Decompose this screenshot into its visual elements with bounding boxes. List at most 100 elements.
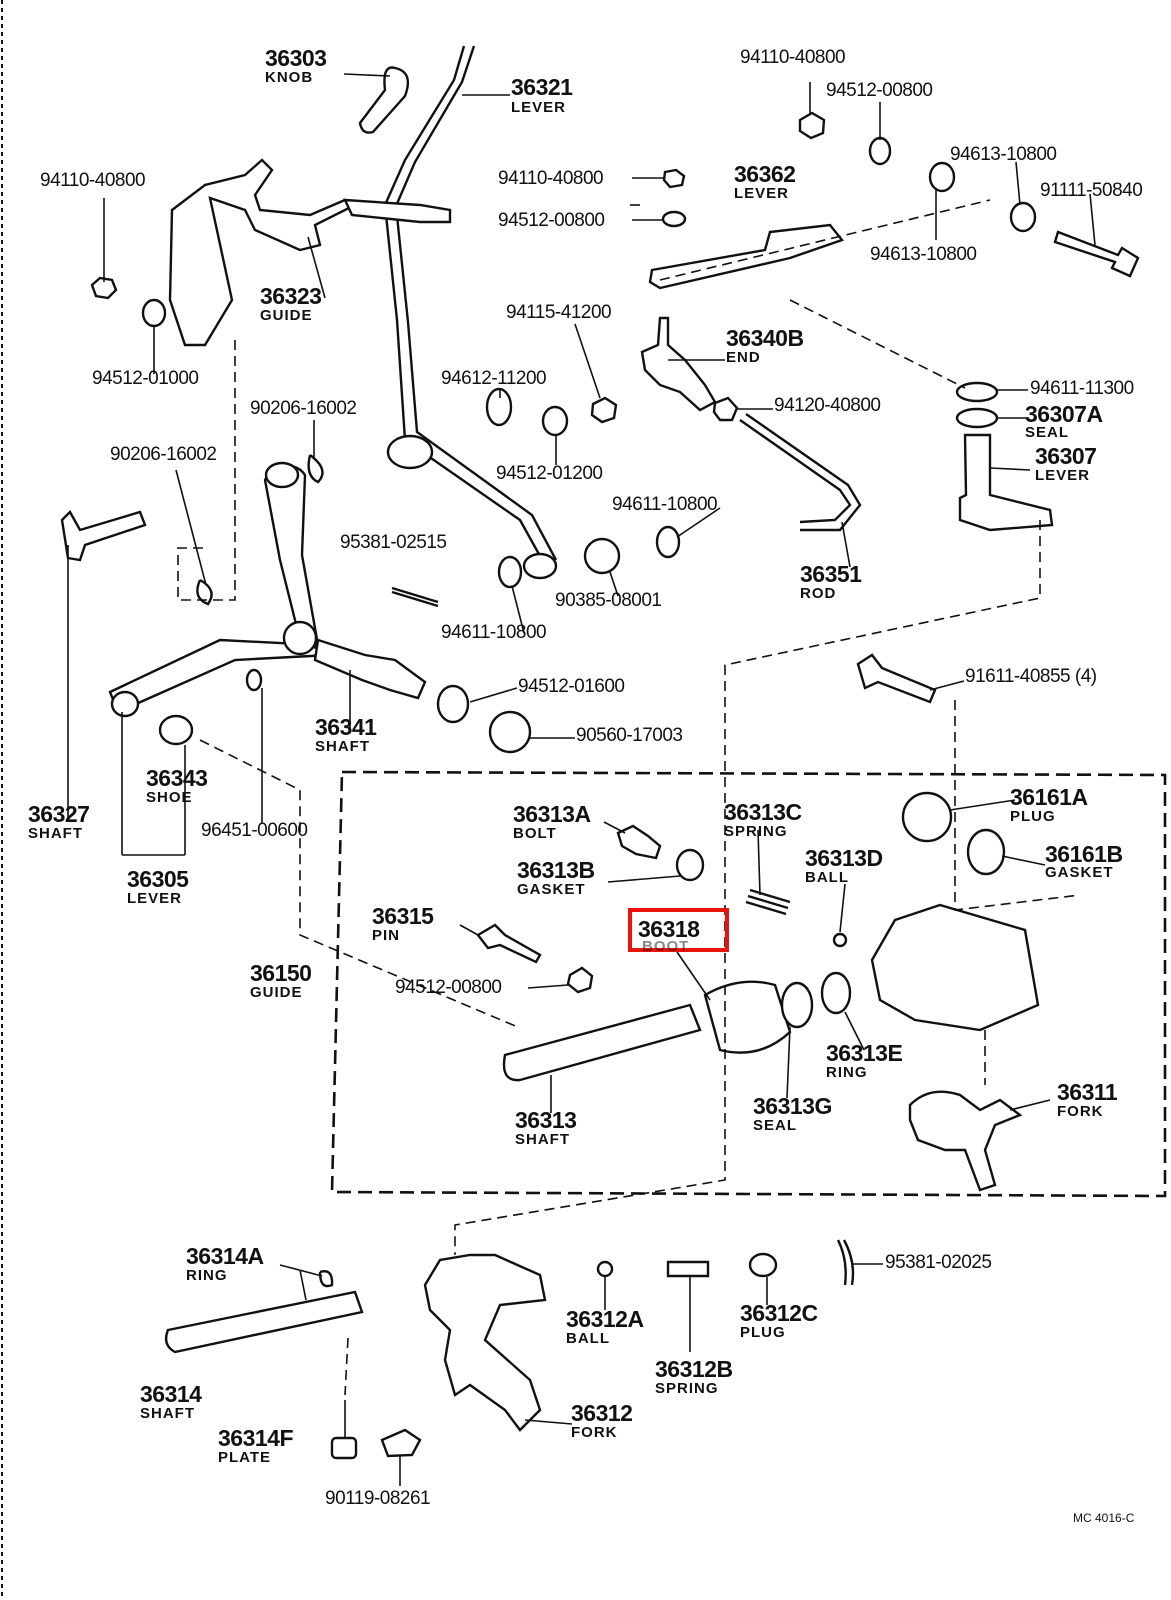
label-36161B-num: 36161B	[1045, 841, 1123, 867]
shaft-36327-part[interactable]	[60, 510, 147, 562]
housing-part[interactable]	[870, 903, 1040, 1032]
shaft-36314-part[interactable]	[164, 1290, 364, 1354]
knob-part[interactable]	[358, 66, 410, 134]
plug-36312C[interactable]	[748, 1252, 778, 1278]
end-36340B-part[interactable]	[640, 316, 717, 412]
label-36313A-num: 36313A	[513, 801, 591, 827]
label-94110-tr: 94110-40800	[740, 47, 845, 68]
shift-lever-part[interactable]	[383, 45, 558, 566]
label-36315-name: PIN	[372, 927, 400, 944]
label-36351-num: 36351	[800, 561, 862, 587]
label-36150-name: GUIDE	[250, 984, 303, 1001]
label-36150-num: 36150	[250, 960, 311, 986]
label-36312B-name: SPRING	[655, 1380, 719, 1397]
seal-90560[interactable]	[488, 710, 532, 754]
label-36318-num: 36318	[638, 916, 700, 942]
shaft-36341-part[interactable]	[313, 638, 427, 700]
label-36312C-name: PLUG	[740, 1324, 786, 1341]
plug-36161A[interactable]	[901, 791, 953, 843]
clip-90206-b[interactable]	[196, 578, 213, 606]
boot-36318-part[interactable]	[703, 980, 792, 1054]
washer-94512-00800-tr[interactable]	[868, 136, 892, 166]
label-36161B-name: GASKET	[1045, 864, 1114, 881]
label-36161A-num: 36161A	[1010, 784, 1088, 810]
nut-94115-41200[interactable]	[590, 396, 618, 424]
lever-36305-top	[264, 461, 300, 489]
nut-94110-mid[interactable]	[662, 168, 686, 189]
fork-36312-part[interactable]	[423, 1253, 547, 1432]
plate-36314F[interactable]	[330, 1436, 358, 1460]
shaft-36313-part[interactable]	[502, 1003, 702, 1082]
washer-94512-01000[interactable]	[141, 298, 167, 328]
label-36314F-num: 36314F	[218, 1425, 293, 1451]
label-36307-num: 36307	[1035, 443, 1096, 469]
dashed-lines	[177, 199, 1081, 1396]
bolt-90119[interactable]	[380, 1428, 422, 1458]
label-36340B-num: 36340B	[726, 325, 804, 351]
label-36314A-num: 36314A	[186, 1243, 264, 1269]
label-36313B-num: 36313B	[517, 857, 595, 883]
label-36313E-name: RING	[826, 1064, 868, 1081]
washer-94512-01600[interactable]	[436, 684, 470, 724]
ring-36314A[interactable]	[318, 1270, 334, 1288]
rod-36351-part[interactable]	[739, 413, 862, 532]
ball-36313D[interactable]	[832, 932, 848, 948]
shoe-36343-part[interactable]	[158, 714, 194, 746]
pin-95381-02025[interactable]	[836, 1239, 855, 1286]
lever-36307-part[interactable]	[958, 433, 1054, 532]
label-36303-num: 36303	[265, 45, 326, 71]
lever-36362-part[interactable]	[648, 223, 844, 290]
gasket-36313B[interactable]	[675, 848, 705, 882]
nut-94110-tr[interactable]	[798, 111, 826, 140]
label-94611-11300: 94611-11300	[1030, 378, 1134, 399]
label-36314A-name: RING	[186, 1267, 228, 1284]
washer-94512-00800-in[interactable]	[566, 966, 594, 994]
cotter-pin-95381-02515[interactable]	[391, 586, 439, 608]
washer-94613-b[interactable]	[1009, 201, 1037, 233]
label-36314F-name: PLATE	[218, 1449, 271, 1466]
label-36341-name: SHAFT	[315, 738, 370, 755]
bolt-36313A-part[interactable]	[616, 824, 662, 860]
gasket-36161B[interactable]	[966, 828, 1006, 876]
ball-36312A[interactable]	[596, 1260, 614, 1278]
label-90385: 90385-08001	[555, 590, 662, 611]
guide-bracket-part[interactable]	[168, 158, 358, 347]
spring-36313C[interactable]	[745, 888, 791, 916]
label-36343-name: SHOE	[146, 789, 193, 806]
washer-94613-a[interactable]	[928, 161, 956, 193]
label-94512-00800-in: 94512-00800	[395, 977, 502, 998]
seal-36313G[interactable]	[780, 981, 814, 1029]
label-36307A-num: 36307A	[1025, 401, 1103, 427]
nut-94110-tl[interactable]	[90, 276, 118, 300]
nut-94120[interactable]	[712, 396, 739, 422]
label-36362-num: 36362	[734, 161, 795, 187]
nipple-96451[interactable]	[245, 668, 263, 692]
ring-36313E[interactable]	[820, 971, 852, 1015]
bushing-90385[interactable]	[583, 537, 621, 575]
label-36323-name: GUIDE	[260, 307, 313, 324]
spring-36312B[interactable]	[666, 1260, 710, 1278]
label-36303-name: KNOB	[265, 69, 313, 86]
label-36312C-num: 36312C	[740, 1300, 818, 1326]
washer-94611-10800-a[interactable]	[497, 555, 523, 589]
washer-94612-11200[interactable]	[485, 387, 513, 427]
lever-36305-part[interactable]	[108, 464, 335, 714]
highlight-box-36318[interactable]	[628, 908, 729, 952]
fork-36311-part[interactable]	[908, 1090, 1023, 1192]
label-36315-num: 36315	[372, 903, 434, 929]
washer-94512-00800-mid[interactable]	[661, 210, 687, 228]
washer-94611-10800-b[interactable]	[655, 525, 681, 559]
label-36307-name: LEVER	[1035, 467, 1090, 484]
lever-eye-upper	[386, 434, 434, 470]
pin-36315-part[interactable]	[476, 923, 542, 964]
label-90119: 90119-08261	[325, 1488, 430, 1509]
label-36314-name: SHAFT	[140, 1405, 195, 1422]
seal-36307A[interactable]	[955, 407, 999, 429]
label-36313A-name: BOLT	[513, 825, 557, 842]
bolt-91611[interactable]	[856, 653, 937, 704]
washer-94611-11300[interactable]	[955, 381, 999, 403]
washer-94512-01200[interactable]	[541, 405, 569, 437]
clip-90206-a[interactable]	[307, 454, 324, 484]
bolt-91111[interactable]	[1053, 230, 1140, 278]
label-36313G-name: SEAL	[753, 1117, 797, 1134]
